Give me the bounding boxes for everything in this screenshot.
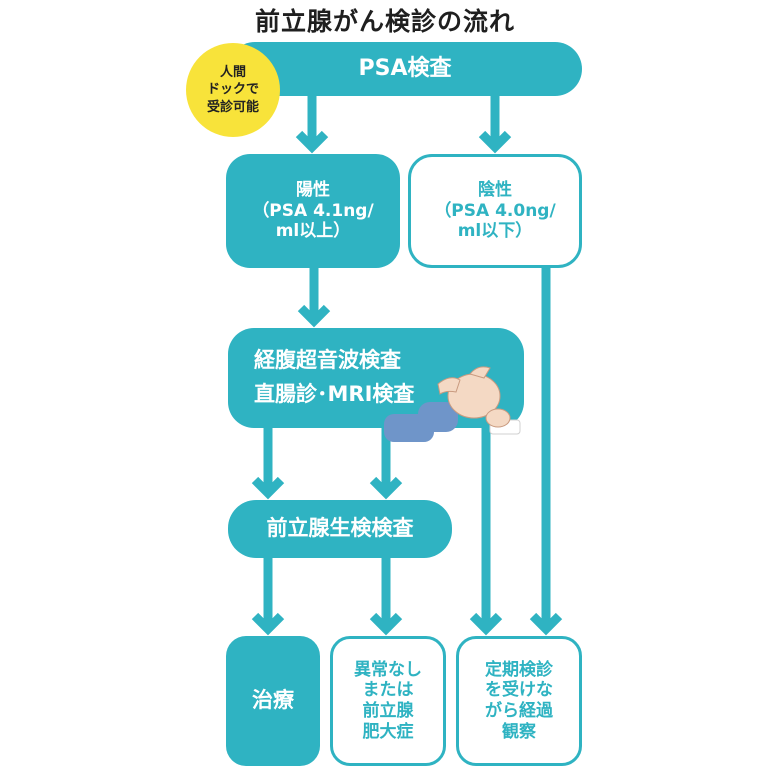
arrow-psa-to-positive <box>295 96 329 154</box>
biopsy-label: 前立腺生検検査 <box>266 516 414 541</box>
arrow-biopsy-to-treatment <box>251 558 285 636</box>
negative-label: 陰性 （PSA 4.0ng/ ml以下） <box>434 179 556 242</box>
biopsy-node: 前立腺生検検査 <box>228 500 452 558</box>
follow-up-label: 定期検診 を受けな がら経過 観察 <box>485 659 553 742</box>
checkup-badge: 人間 ドックで 受診可能 <box>186 43 280 137</box>
no-abnormality-node: 異常なし または 前立腺 肥大症 <box>330 636 446 766</box>
arrow-ultrasound-to-biopsy-right <box>369 428 403 500</box>
arrow-biopsy-to-no-abnormality <box>369 558 403 636</box>
psa-test-node: PSA検査 <box>228 42 582 96</box>
diagram-title: 前立腺がん検診の流れ <box>254 7 515 36</box>
negative-node: 陰性 （PSA 4.0ng/ ml以下） <box>408 154 582 268</box>
checkup-badge-label: 人間 ドックで 受診可能 <box>206 64 259 115</box>
psa-test-label: PSA検査 <box>358 55 452 81</box>
follow-up-node: 定期検診 を受けな がら経過 観察 <box>456 636 582 766</box>
arrow-ultrasound-to-biopsy-left <box>251 428 285 500</box>
positive-node: 陽性 （PSA 4.1ng/ ml以上） <box>226 154 400 268</box>
positive-label: 陽性 （PSA 4.1ng/ ml以上） <box>252 179 374 242</box>
treatment-node: 治療 <box>226 636 320 766</box>
ultrasound-label: 経腹超音波検査 直腸診･MRI検査 <box>254 348 415 406</box>
arrow-ultrasound-to-follow-up <box>469 428 503 636</box>
arrow-negative-to-follow-up <box>529 268 563 636</box>
patient-lying-on-side-icon <box>384 366 521 442</box>
arrow-positive-to-ultrasound <box>297 268 331 328</box>
treatment-label: 治療 <box>252 688 294 713</box>
no-abnormality-label: 異常なし または 前立腺 肥大症 <box>354 659 422 742</box>
arrow-psa-to-negative <box>478 96 512 154</box>
